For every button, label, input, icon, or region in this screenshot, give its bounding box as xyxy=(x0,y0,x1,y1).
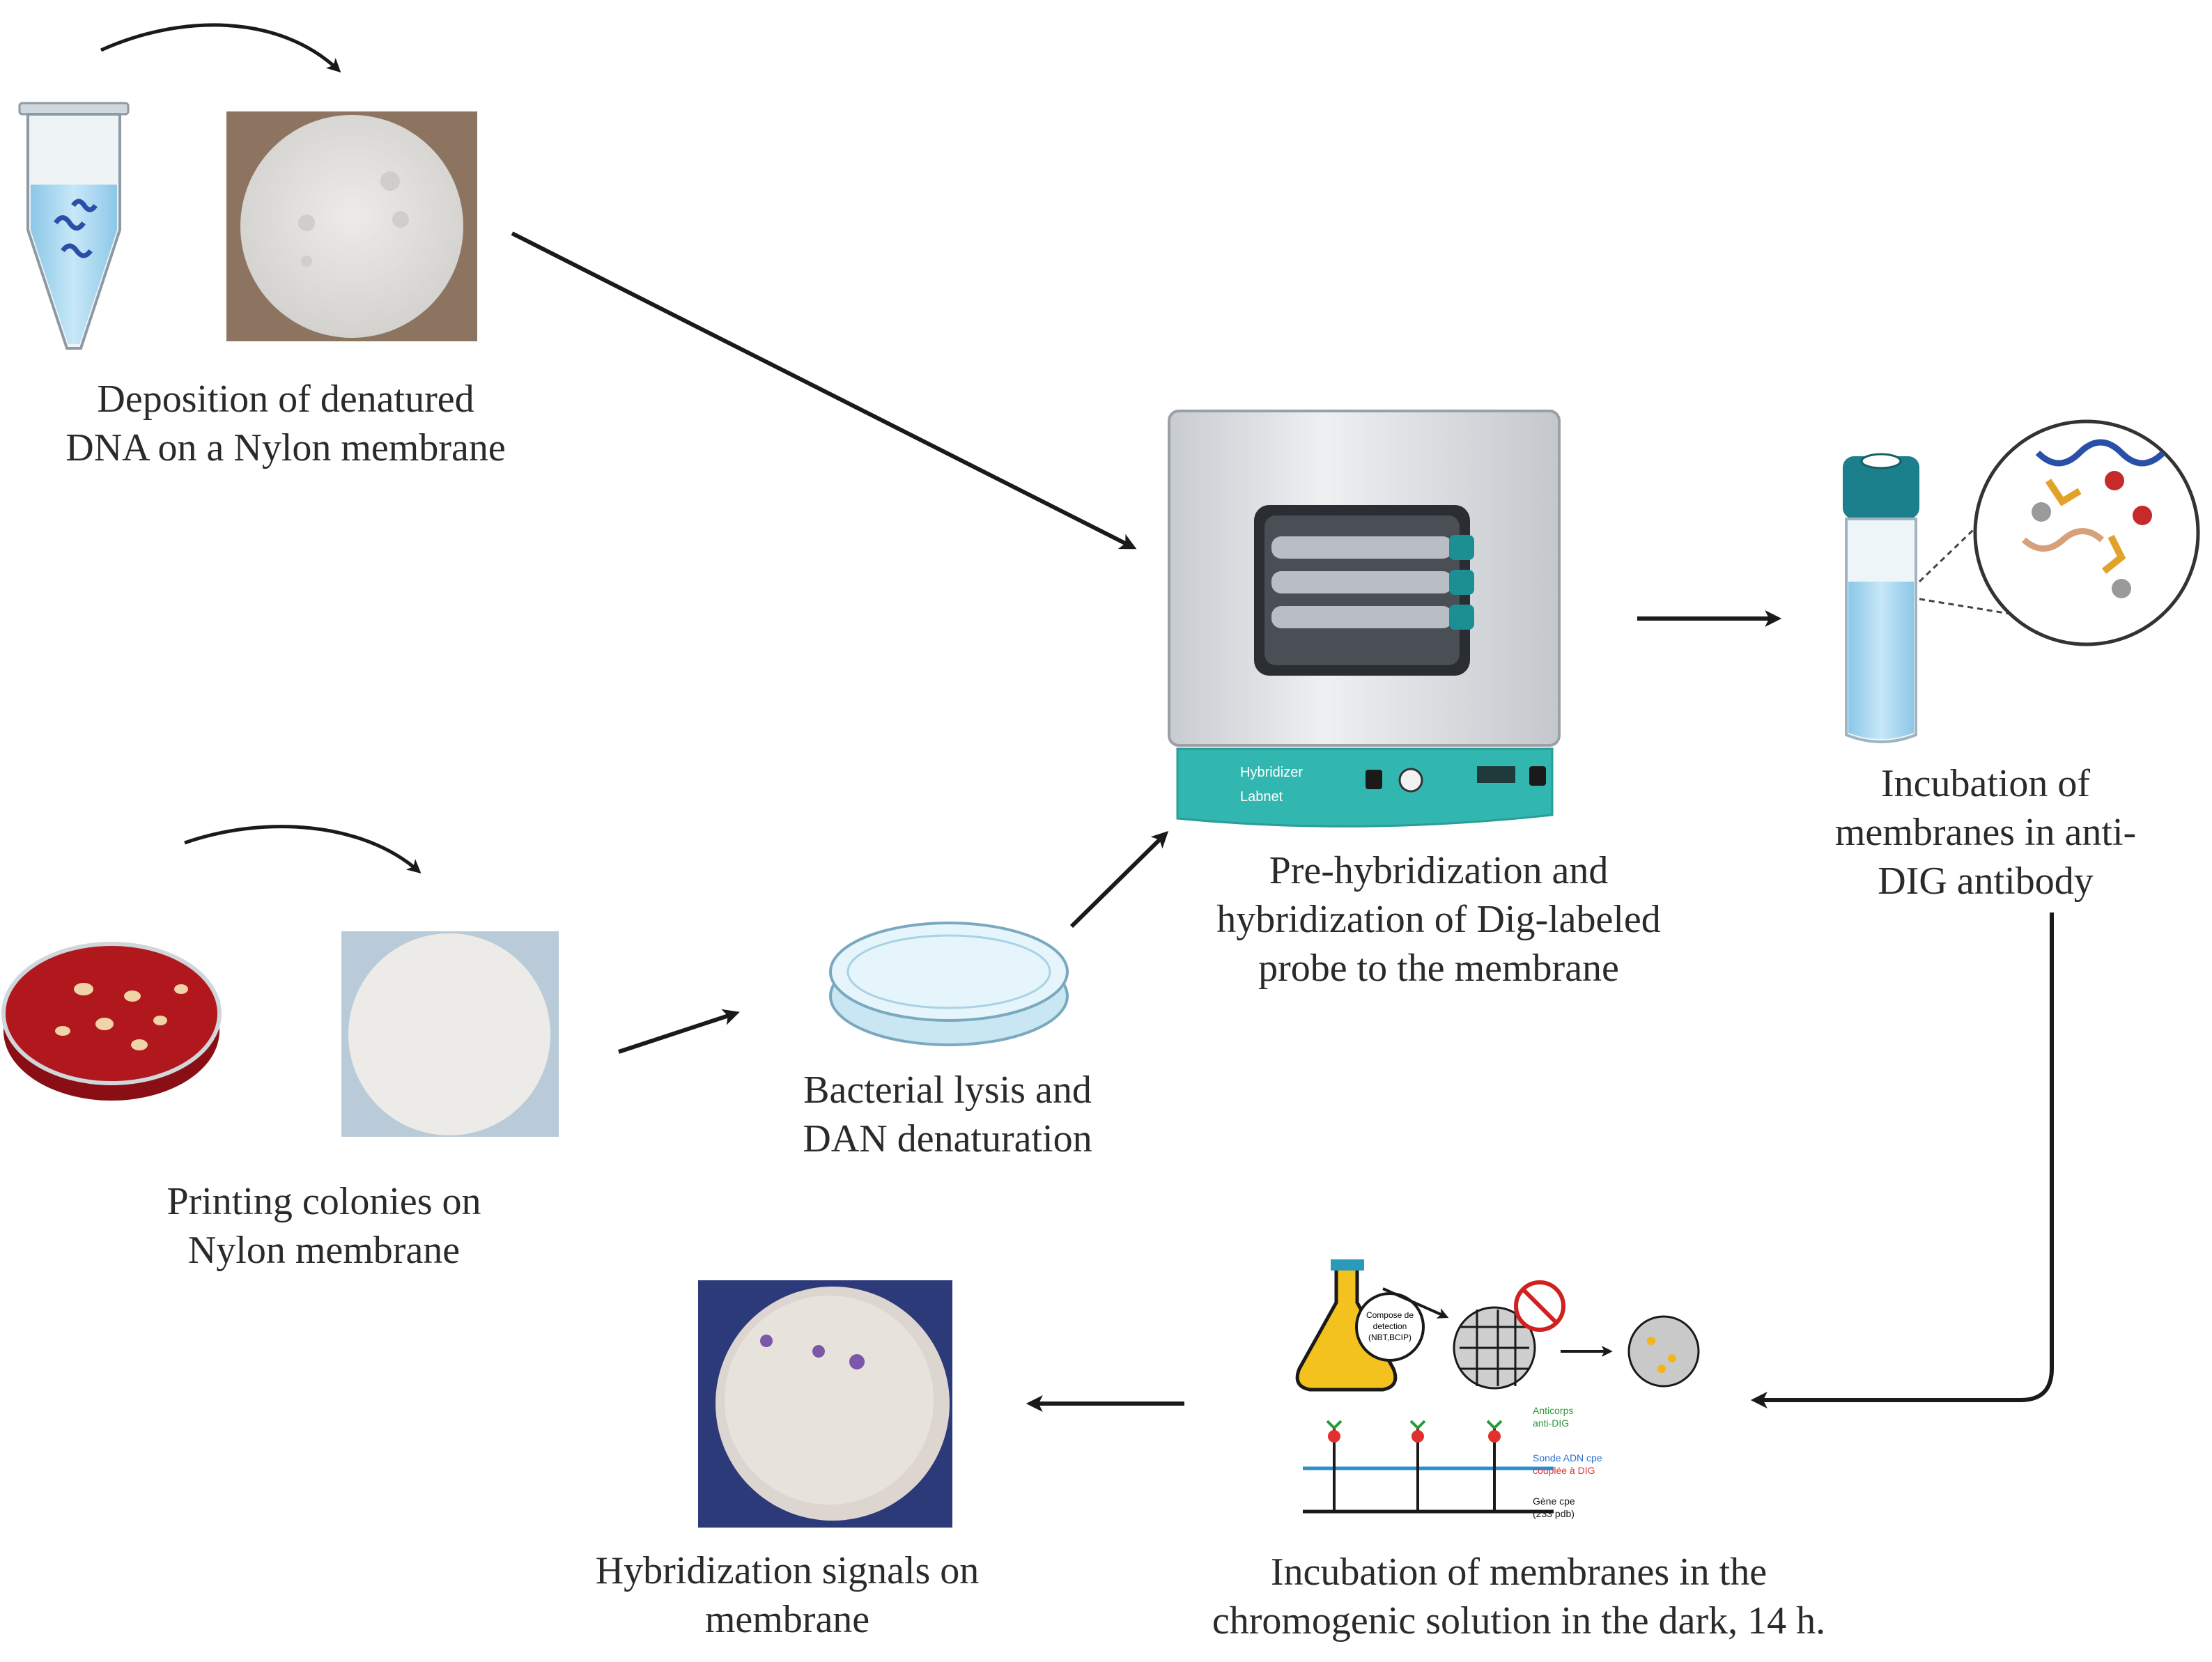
flask-label-3: (NBT,BCIP) xyxy=(1368,1333,1411,1342)
agar-plate-icon xyxy=(1,942,222,1101)
curved-arrow-top xyxy=(100,23,341,73)
gene-label-2: (233 pdb) xyxy=(1533,1508,1575,1519)
flask-label-2: detection xyxy=(1373,1321,1407,1331)
chromogenic-inset: Compose de detection (NBT,BCIP) Anticorp… xyxy=(1295,1259,1700,1519)
tube-icon xyxy=(18,102,130,350)
vial-icon xyxy=(1843,453,1919,743)
curved-arrow-bottom xyxy=(184,825,421,873)
membrane-photo-colonies xyxy=(341,931,559,1137)
arrow-vial-to-chromogenic xyxy=(1750,912,2054,1408)
arrow-lysis-to-incubator xyxy=(1069,830,1169,929)
incubator-icon xyxy=(1168,410,1561,828)
probe-label-1: Sonde ADN cpe xyxy=(1533,1452,1602,1463)
signals-photo xyxy=(698,1280,952,1528)
antibody-label-1: Anticorps xyxy=(1533,1405,1573,1416)
antibody-zoom-icon xyxy=(1973,419,2200,646)
petri-dish-icon xyxy=(829,922,1069,1046)
incubator-maker-label: Labnet xyxy=(1240,789,1283,805)
antibody-label-2: anti-DIG xyxy=(1533,1418,1569,1429)
probe-label-2: couplée à DIG xyxy=(1533,1465,1595,1476)
membrane-photo-dna xyxy=(226,111,477,341)
flask-label-1: Compose de xyxy=(1366,1310,1414,1320)
arrow-deposition-to-incubator xyxy=(511,231,1137,550)
incubator-brand-label: Hybridizer xyxy=(1240,765,1303,780)
arrow-printing-to-lysis xyxy=(618,1009,740,1054)
gene-label-1: Gène cpe xyxy=(1533,1496,1575,1507)
